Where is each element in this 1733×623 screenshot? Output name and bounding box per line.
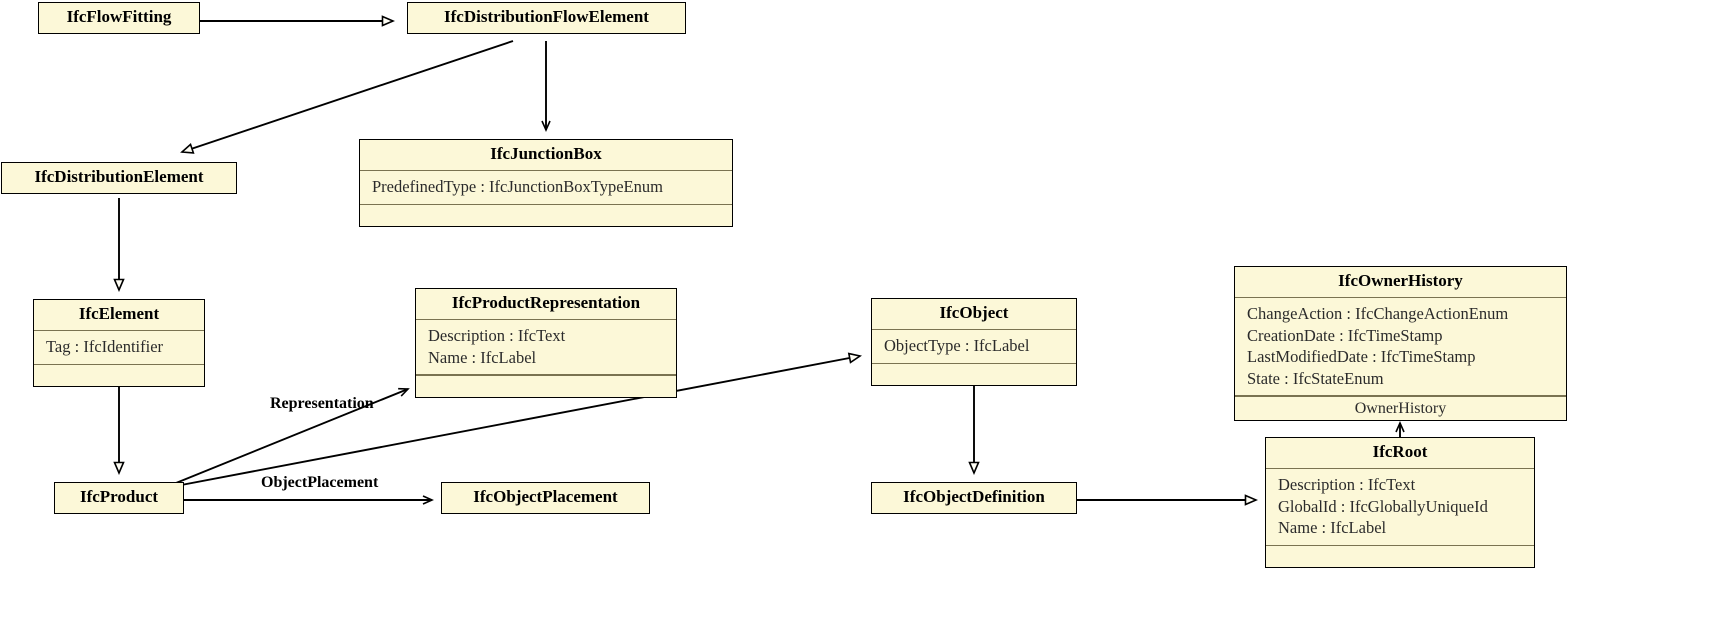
uml-class-ifcobject[interactable]: IfcObject ObjectType : IfcLabel <box>871 298 1077 387</box>
uml-operations <box>872 364 1076 385</box>
uml-attribute: CreationDate : IfcTimeStamp <box>1247 325 1443 345</box>
compartment-divider <box>416 374 676 376</box>
compartment-divider <box>872 328 1076 331</box>
uml-attributes: Tag : IfcIdentifier <box>34 331 204 363</box>
uml-attributes: ObjectType : IfcLabel <box>872 330 1076 362</box>
uml-class-name: IfcDistributionFlowElement <box>444 7 649 26</box>
uml-class-name: IfcElement <box>78 304 160 323</box>
uml-class-name: IfcOwnerHistory <box>1338 271 1463 290</box>
compartment-divider <box>1266 467 1534 470</box>
uml-class-ifcjunctionbox[interactable]: IfcJunctionBox PredefinedType : IfcJunct… <box>359 139 733 228</box>
uml-class-name: IfcObject <box>939 303 1009 322</box>
uml-class-name: IfcObjectPlacement <box>473 487 618 506</box>
uml-class-ifcproductrepresentation[interactable]: IfcProductRepresentation Description : I… <box>415 288 677 398</box>
uml-attribute: GlobalId : IfcGloballyUniqueId <box>1278 496 1488 516</box>
compartment-divider <box>360 203 732 206</box>
edge-label-objectplacement: ObjectPlacement <box>261 474 379 491</box>
uml-class-name: IfcDistributionElement <box>34 167 204 186</box>
uml-operations <box>1266 546 1534 567</box>
uml-attribute: LastModifiedDate : IfcTimeStamp <box>1247 347 1476 367</box>
uml-operations: OwnerHistory <box>1235 397 1566 420</box>
uml-class-ifcdistributionflowelement[interactable]: IfcDistributionFlowElement <box>407 2 686 34</box>
uml-operations <box>360 205 732 226</box>
uml-operation: OwnerHistory <box>1354 399 1447 417</box>
uml-class-name: IfcJunctionBox <box>490 144 602 163</box>
uml-class-ifcobjectdefinition[interactable]: IfcObjectDefinition <box>871 482 1077 514</box>
uml-attribute: Name : IfcLabel <box>1278 518 1387 538</box>
edge-distributionflowelement-to-distributionelement <box>182 40 514 152</box>
uml-attributes: PredefinedType : IfcJunctionBoxTypeEnum <box>360 171 732 203</box>
uml-attribute: Tag : IfcIdentifier <box>46 337 164 357</box>
uml-class-ifcflowfitting[interactable]: IfcFlowFitting <box>38 2 200 34</box>
uml-attribute: Name : IfcLabel <box>428 347 537 367</box>
uml-class-name: IfcProductRepresentation <box>451 293 641 312</box>
uml-attributes: Description : IfcText GlobalId : IfcGlob… <box>1266 469 1534 544</box>
uml-class-name: IfcProduct <box>79 487 159 506</box>
uml-class-name: IfcRoot <box>1372 442 1428 461</box>
uml-class-name: IfcObjectDefinition <box>903 487 1045 506</box>
edge-label-representation: Representation <box>270 395 374 412</box>
compartment-divider <box>416 318 676 321</box>
uml-attribute: ChangeAction : IfcChangeActionEnum <box>1247 304 1509 324</box>
compartment-divider <box>1235 395 1566 397</box>
uml-attribute: PredefinedType : IfcJunctionBoxTypeEnum <box>372 177 663 197</box>
uml-attributes: ChangeAction : IfcChangeActionEnum Creat… <box>1235 298 1566 395</box>
uml-attribute: Description : IfcText <box>428 326 566 346</box>
compartment-divider <box>872 362 1076 365</box>
uml-operations <box>416 376 676 397</box>
uml-class-ifcobjectplacement[interactable]: IfcObjectPlacement <box>441 482 650 514</box>
compartment-divider <box>1266 544 1534 547</box>
compartment-divider <box>34 329 204 332</box>
uml-attribute: Description : IfcText <box>1278 475 1416 495</box>
uml-class-ifcdistributionelement[interactable]: IfcDistributionElement <box>1 162 237 194</box>
uml-class-ifcownerhistory[interactable]: IfcOwnerHistory ChangeAction : IfcChange… <box>1234 266 1567 421</box>
uml-class-ifcroot[interactable]: IfcRoot Description : IfcText GlobalId :… <box>1265 437 1535 569</box>
uml-attributes: Description : IfcText Name : IfcLabel <box>416 320 676 374</box>
uml-attribute: ObjectType : IfcLabel <box>884 336 1030 356</box>
uml-attribute: State : IfcStateEnum <box>1247 368 1384 388</box>
uml-class-name: IfcFlowFitting <box>66 7 172 26</box>
uml-class-ifcproduct[interactable]: IfcProduct <box>54 482 184 514</box>
uml-operations <box>34 365 204 386</box>
uml-class-ifcelement[interactable]: IfcElement Tag : IfcIdentifier <box>33 299 205 388</box>
compartment-divider <box>360 169 732 172</box>
compartment-divider <box>1235 296 1566 299</box>
compartment-divider <box>34 363 204 366</box>
